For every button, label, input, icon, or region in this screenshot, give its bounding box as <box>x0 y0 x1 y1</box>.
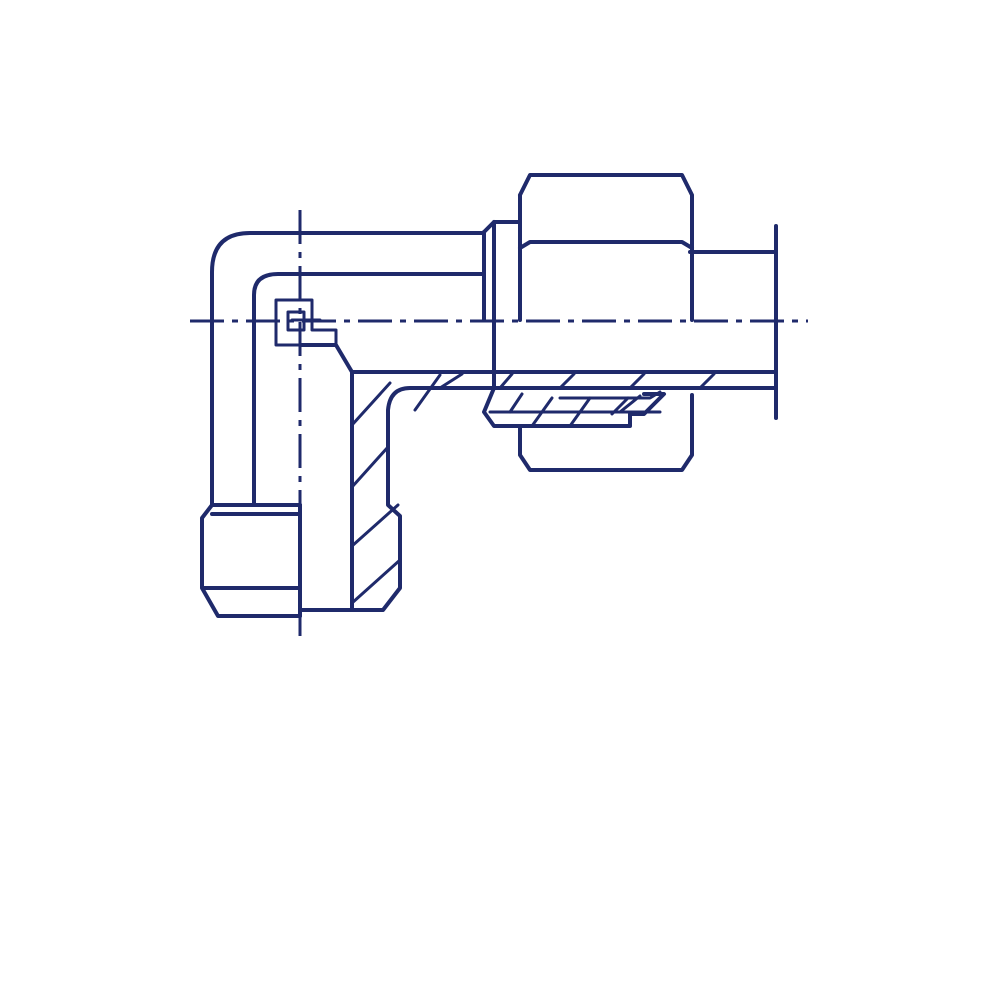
bottom-port <box>200 503 302 618</box>
ring-hatch <box>508 392 524 414</box>
horizontal-hatching <box>498 372 716 390</box>
ring-hatch <box>618 394 642 414</box>
bend-detail-outer <box>274 298 338 347</box>
hatch-line <box>413 373 442 412</box>
hatch-line <box>628 372 646 390</box>
ring-hatch <box>530 396 554 428</box>
hatch-line <box>350 503 400 548</box>
hatch-line <box>350 445 390 489</box>
nut-upper-hex <box>482 220 522 390</box>
elbow-section-outline <box>298 343 354 612</box>
horizontal-tube <box>492 224 778 420</box>
nut-main-outline <box>518 173 694 322</box>
elbow-body <box>210 231 496 612</box>
bottom-port-body <box>200 503 302 618</box>
hatch-line <box>558 372 576 390</box>
hatch-line <box>438 372 464 390</box>
hatch-line <box>350 381 392 427</box>
ring-outer <box>482 386 666 428</box>
vertical-leg-hatching <box>350 372 464 605</box>
union-nut <box>482 173 694 472</box>
ring-hatch <box>610 396 630 416</box>
nut-lower-outline <box>518 393 694 472</box>
elbow-section-bore <box>350 370 496 612</box>
tube-wall <box>492 370 778 390</box>
hatch-line <box>350 558 402 605</box>
bend-detail <box>274 298 338 347</box>
nut-hex-face <box>518 240 694 250</box>
hatch-line <box>698 372 716 390</box>
hatch-line <box>498 372 514 390</box>
cutting-ring <box>482 386 666 428</box>
elbow-inner-contour <box>252 272 486 507</box>
ring-hatch <box>568 396 592 428</box>
bottom-port-collar <box>210 503 302 516</box>
elbow-outer-contour <box>210 231 486 507</box>
